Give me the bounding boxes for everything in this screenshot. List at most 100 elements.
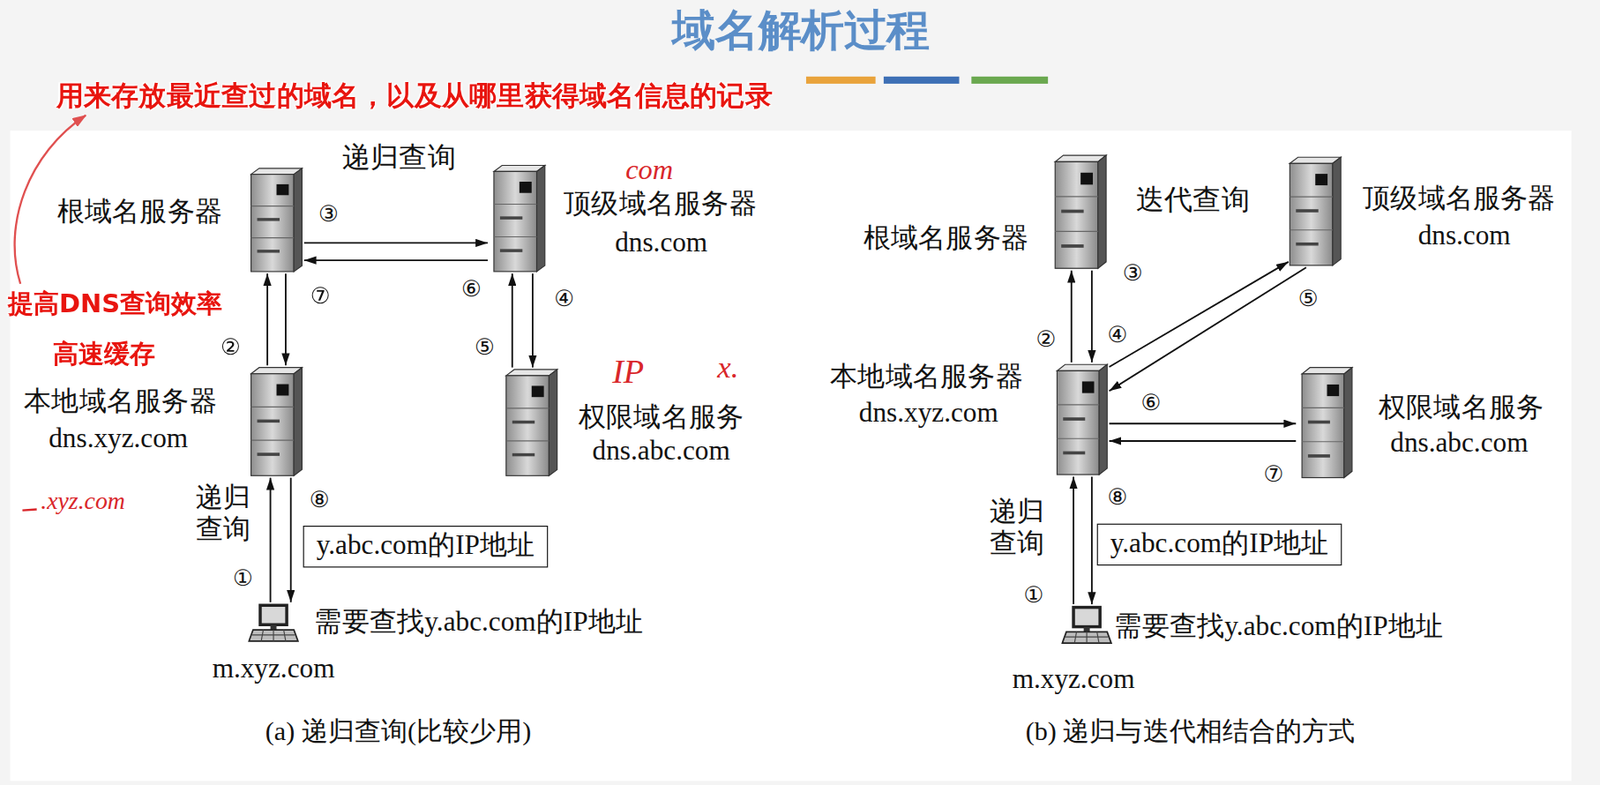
- dns-server: 本地域名服务器dns.xyz.com: [1051, 362, 1110, 478]
- note-text: 高速缓存: [52, 339, 156, 369]
- server-icon: [500, 367, 560, 479]
- host-name: dns.abc.com: [592, 434, 731, 467]
- handwritten-note: .xyz.com: [40, 487, 126, 516]
- dns-server: 权限域名服务dns.abc.com: [1295, 365, 1354, 480]
- host-name: dns.abc.com: [1390, 426, 1528, 459]
- query-arrow: [1109, 440, 1297, 442]
- step-number: ①: [232, 567, 254, 590]
- server-name: 本地域名服务器: [829, 361, 1024, 394]
- query-arrow: [511, 273, 514, 367]
- step-number: ⑤: [1298, 287, 1319, 310]
- server-icon: [1056, 364, 1107, 475]
- figure-caption: (b) 递归与迭代相结合的方式: [1025, 716, 1355, 748]
- step-number: ⑦: [310, 284, 331, 307]
- host-name: dns.com: [1418, 219, 1511, 252]
- host-name: dns.com: [614, 226, 708, 259]
- host-name: m.xyz.com: [1012, 663, 1136, 696]
- answer-box: y.abc.com的IP地址: [1097, 523, 1343, 566]
- computer-icon: [1061, 604, 1113, 648]
- server-name: 需要查找y.abc.com的IP地址: [1114, 610, 1443, 643]
- host-name: dns.xyz.com: [48, 422, 188, 455]
- host-computer: 需要查找y.abc.com的IP地址m.xyz.com: [247, 602, 300, 646]
- server-name: 权限域名服务: [578, 401, 744, 434]
- handwritten-note: com: [625, 153, 673, 187]
- query-type: 迭代查询: [1136, 183, 1251, 217]
- query-arrow: [266, 273, 269, 366]
- server-icon: [1048, 153, 1108, 271]
- server-name: 顶级域名服务器: [563, 187, 757, 220]
- query-type: 递归 查询: [989, 495, 1051, 560]
- query-arrow: [304, 242, 488, 245]
- title-bar: [806, 76, 876, 84]
- dns-server: 本地域名服务器dns.xyz.com: [245, 365, 305, 478]
- handwritten-note: x.: [717, 350, 739, 386]
- server-icon: [1289, 157, 1341, 266]
- server-icon: [1301, 367, 1353, 479]
- server-icon: [1295, 365, 1354, 480]
- title-bar: [971, 76, 1048, 84]
- step-number: ⑧: [309, 488, 330, 511]
- step-number: ④: [1106, 323, 1128, 346]
- box-text: y.abc.com的IP地址: [316, 530, 536, 561]
- server-icon: [493, 164, 546, 271]
- server-name: 顶级域名服务器: [1362, 182, 1556, 215]
- answer-box: y.abc.com的IP地址: [303, 525, 549, 568]
- server-icon: [1054, 155, 1107, 269]
- handwritten-note: IP: [612, 352, 644, 392]
- figure-caption: (a) 递归查询(比较少用): [265, 716, 532, 748]
- host-name: dns.xyz.com: [859, 396, 999, 429]
- server-icon: [245, 365, 305, 478]
- step-number: ⑥: [461, 277, 482, 300]
- server-icon: [1051, 362, 1110, 478]
- dns-server: 顶级域名服务器dns.com: [487, 163, 547, 274]
- query-arrow: [1109, 422, 1297, 425]
- step-number: ②: [1035, 328, 1056, 352]
- computer-icon: [247, 602, 300, 646]
- step-number: ⑧: [1106, 485, 1128, 509]
- box-text: y.abc.com的IP地址: [1110, 527, 1330, 559]
- query-arrow: [1091, 476, 1093, 605]
- note-text: 用来存放最近查过的域名，以及从哪里获得域名信息的记录: [56, 79, 773, 112]
- server-icon: [1283, 155, 1343, 268]
- slide-title: 域名解析过程: [672, 1, 930, 60]
- query-type: 递归查询: [342, 141, 457, 174]
- query-arrow: [1072, 476, 1075, 605]
- server-icon: [487, 163, 547, 274]
- server-name: 根域名服务器: [863, 222, 1029, 255]
- handwritten-dash: [22, 508, 37, 510]
- step-number: ③: [318, 202, 339, 225]
- step-number: ④: [553, 287, 575, 310]
- query-arrow: [1109, 267, 1307, 391]
- note-text: 提高DNS查询效率: [7, 290, 223, 320]
- server-icon: [251, 367, 303, 477]
- title-bar: [883, 76, 960, 84]
- server-name: 根域名服务器: [57, 195, 223, 228]
- dns-server: 权限域名服务dns.abc.com: [500, 367, 560, 479]
- query-type: 递归 查询: [195, 481, 257, 546]
- server-icon: [245, 166, 305, 275]
- step-number: ②: [220, 336, 241, 359]
- dns-server: 顶级域名服务器dns.com: [1283, 155, 1343, 268]
- server-icon: [251, 168, 303, 272]
- server-icon: [506, 369, 558, 476]
- step-number: ①: [1024, 583, 1045, 606]
- server-name: 本地域名服务器: [23, 385, 217, 418]
- host-name: m.xyz.com: [212, 653, 336, 686]
- query-arrow: [531, 273, 534, 367]
- computer-icon: [1061, 607, 1112, 644]
- server-name: 权限域名服务: [1378, 391, 1544, 424]
- query-arrow: [1091, 270, 1093, 363]
- query-arrow: [1070, 270, 1073, 363]
- host-computer: 需要查找y.abc.com的IP地址m.xyz.com: [1061, 604, 1113, 648]
- query-arrow: [269, 478, 272, 603]
- step-number: ⑥: [1141, 391, 1162, 414]
- picture-panel: [10, 130, 1572, 781]
- query-arrow: [290, 478, 292, 603]
- step-number: ⑦: [1263, 463, 1284, 486]
- query-arrow: [304, 259, 488, 262]
- dns-server: 根域名服务器: [245, 166, 305, 275]
- dns-server: 根域名服务器: [1048, 153, 1108, 271]
- computer-icon: [248, 605, 299, 642]
